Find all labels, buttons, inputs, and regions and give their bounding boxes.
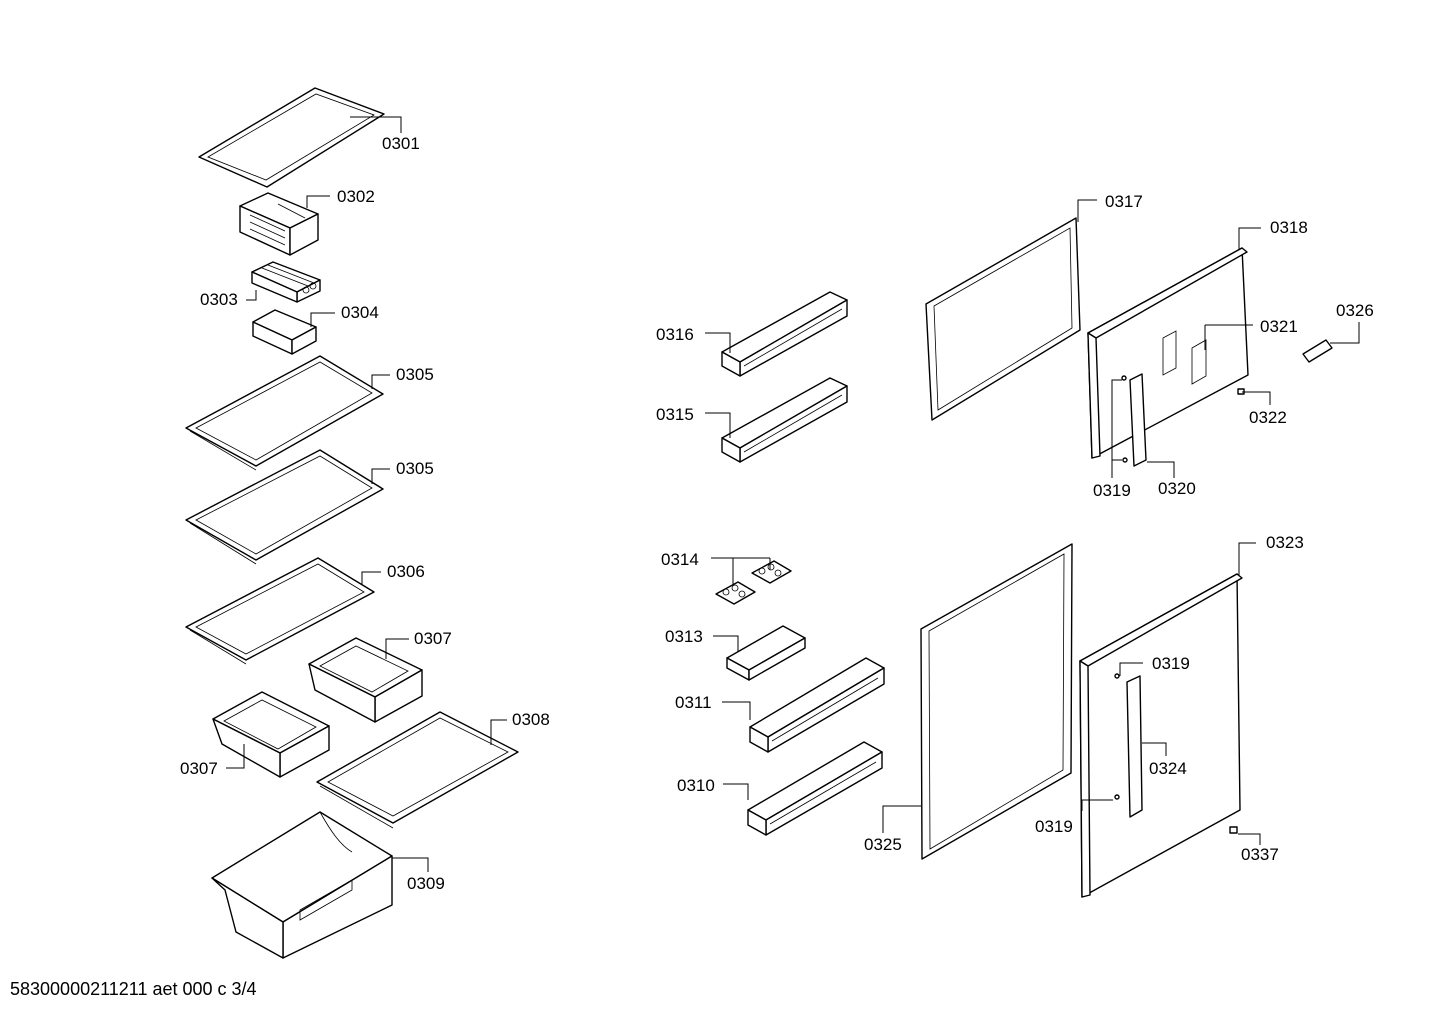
- label-0302: 0302: [337, 187, 375, 206]
- part-0337-screw: [1229, 826, 1238, 834]
- label-0304: 0304: [341, 303, 379, 322]
- label-0324: 0324: [1149, 759, 1187, 778]
- label-0314: 0314: [661, 550, 699, 569]
- part-0316-door-rack: [721, 291, 848, 377]
- part-0308-glass-plate: [316, 711, 519, 829]
- part-0309-crisper-drawer: [211, 811, 393, 959]
- part-0306-glass-shelf-3: [185, 557, 375, 665]
- part-0303-ice-tray: [251, 261, 321, 303]
- part-0307-drawer-2: [212, 691, 330, 778]
- part-0323-lower-door: [1079, 573, 1243, 898]
- leader-lines: [226, 116, 1360, 872]
- part-0301-cover-plate: [198, 87, 385, 188]
- label-0309: 0309: [407, 874, 445, 893]
- label-0318: 0318: [1270, 218, 1308, 237]
- label-0319-c: 0319: [1035, 817, 1073, 836]
- label-0321: 0321: [1260, 317, 1298, 336]
- label-0322: 0322: [1249, 408, 1287, 427]
- label-0306: 0306: [387, 562, 425, 581]
- label-0337: 0337: [1241, 845, 1279, 864]
- label-0307-a: 0307: [414, 629, 452, 648]
- label-0301: 0301: [382, 134, 420, 153]
- part-0326-plate: [1302, 339, 1333, 363]
- label-0326: 0326: [1336, 301, 1374, 320]
- label-0319-a: 0319: [1093, 481, 1131, 500]
- part-0311-bottle-rack: [749, 657, 885, 753]
- part-0305-glass-shelf-1: [185, 355, 384, 471]
- label-0305-b: 0305: [396, 459, 434, 478]
- part-0307-drawer-1: [308, 637, 423, 723]
- part-0318-upper-door: [1087, 247, 1249, 467]
- label-0313: 0313: [665, 627, 703, 646]
- label-0305-a: 0305: [396, 365, 434, 384]
- document-id-footer: 58300000211211 aet 000 c 3/4: [10, 979, 257, 999]
- part-0310-bottle-rack: [747, 741, 883, 836]
- part-0319-screws: [1114, 375, 1128, 800]
- label-0310: 0310: [677, 776, 715, 795]
- label-0315: 0315: [656, 405, 694, 424]
- label-0317: 0317: [1105, 192, 1143, 211]
- part-0315-door-rack: [721, 377, 848, 463]
- label-0323: 0323: [1266, 533, 1304, 552]
- label-0320: 0320: [1158, 479, 1196, 498]
- label-0303: 0303: [200, 290, 238, 309]
- label-0316: 0316: [656, 325, 694, 344]
- label-0311: 0311: [675, 693, 712, 712]
- part-0325-door-gasket-lower: [920, 543, 1073, 860]
- part-0304-small-tray: [252, 309, 317, 355]
- label-0307-b: 0307: [180, 759, 218, 778]
- part-0305-glass-shelf-2: [185, 449, 384, 565]
- part-labels: 0301 0302 0303 0304 0305 0305 0306 0307 …: [180, 134, 1374, 893]
- label-0325: 0325: [864, 835, 902, 854]
- part-0313-small-box: [726, 625, 806, 681]
- part-0302-box: [239, 192, 319, 256]
- part-0317-door-gasket-upper: [925, 217, 1081, 421]
- label-0319-b: 0319: [1152, 654, 1190, 673]
- label-0308: 0308: [512, 710, 550, 729]
- part-0314-egg-trays: [715, 560, 792, 605]
